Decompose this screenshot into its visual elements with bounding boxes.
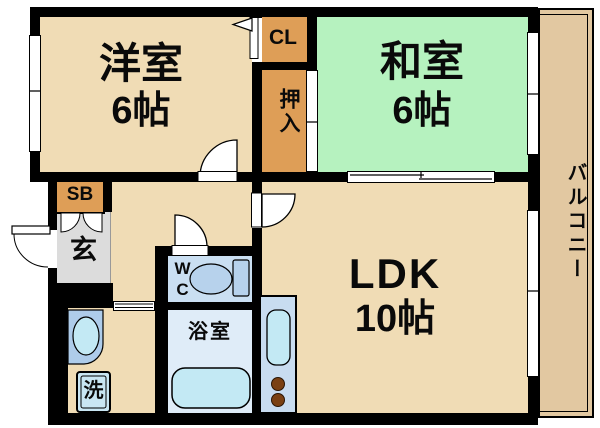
door-panel xyxy=(197,171,238,182)
washer-icon xyxy=(76,371,111,413)
sliding-door-lines xyxy=(350,171,492,180)
wall-segment xyxy=(237,172,347,182)
window-balcony-ldk xyxy=(527,210,539,377)
japanese-room-size: 6帖 xyxy=(392,90,452,132)
genkan-label: 玄 xyxy=(70,235,97,265)
door-swing-wc xyxy=(174,214,208,248)
washer-inner-line xyxy=(80,375,107,409)
toilet-tank-icon xyxy=(232,259,250,297)
ldk-label: LDK xyxy=(348,250,442,297)
oshiire-floor xyxy=(262,70,307,172)
wall-segment xyxy=(48,268,57,285)
door-panel xyxy=(251,192,262,228)
window-west xyxy=(29,35,41,152)
wall-segment xyxy=(307,7,317,62)
bathtub-icon xyxy=(171,367,251,409)
stove-burner-icon xyxy=(271,393,285,407)
wall-segment xyxy=(48,413,538,425)
kitchen-sink-icon xyxy=(266,309,291,366)
shoe-box xyxy=(55,180,105,214)
wall-segment xyxy=(30,152,40,182)
wall-segment xyxy=(528,377,538,413)
wall-segment xyxy=(252,248,262,413)
western-room-size: 6帖 xyxy=(111,90,171,132)
cl-door-panel xyxy=(249,17,259,59)
closet-cl-label: CL xyxy=(269,26,297,49)
laundry-label: 洗 xyxy=(83,380,104,402)
wall-segment xyxy=(528,7,538,32)
wall-segment xyxy=(48,308,68,413)
wall-segment xyxy=(252,62,262,172)
cl-door-swing-triangle xyxy=(231,17,253,32)
entrance-door-arc xyxy=(13,233,49,268)
wall-segment xyxy=(155,302,253,310)
sliding-door-lines xyxy=(115,303,153,308)
wall-segment xyxy=(495,172,538,182)
toilet-bowl-icon xyxy=(189,263,233,295)
japanese-room-label: 和室 xyxy=(379,38,464,85)
shoebox-door-right xyxy=(82,212,103,233)
wall-segment xyxy=(48,283,113,308)
wall-segment xyxy=(252,182,262,193)
balcony-railing-line xyxy=(540,14,588,412)
wall-segment xyxy=(208,246,253,256)
door-opening xyxy=(48,230,57,268)
western-room-label: 洋室 xyxy=(98,40,183,87)
wall-segment xyxy=(252,7,262,18)
shoe-box-label: SB xyxy=(66,184,94,205)
wall-segment xyxy=(30,172,198,182)
sliding-door-oshiire xyxy=(306,70,318,172)
wall-segment xyxy=(48,177,57,232)
wall-segment xyxy=(104,177,112,212)
balcony-area xyxy=(538,8,594,418)
ldk-size: 10帖 xyxy=(354,298,436,340)
door-swing-ldk xyxy=(261,193,296,228)
sliding-door-washroom xyxy=(113,301,155,311)
wall-segment xyxy=(528,155,538,210)
wall-segment xyxy=(30,7,40,35)
closet-cl-floor xyxy=(262,17,307,62)
stove-burner-icon xyxy=(271,377,285,391)
wall-segment xyxy=(262,62,317,70)
wall-segment xyxy=(30,7,538,17)
japanese-room-floor xyxy=(317,17,528,172)
wc-label: WC xyxy=(173,259,192,301)
window-tick xyxy=(29,90,539,292)
wall-segment xyxy=(252,228,262,248)
vanity-basin-icon xyxy=(72,316,100,356)
entrance-door-panel xyxy=(11,225,51,235)
shoebox-door-left xyxy=(60,212,81,233)
door-panel xyxy=(171,245,209,256)
bathroom-label: 浴室 xyxy=(188,321,232,343)
oshiire-label: 押入 xyxy=(277,88,300,136)
balcony-label: バルコニー xyxy=(564,162,586,282)
wall-segment xyxy=(155,248,168,413)
